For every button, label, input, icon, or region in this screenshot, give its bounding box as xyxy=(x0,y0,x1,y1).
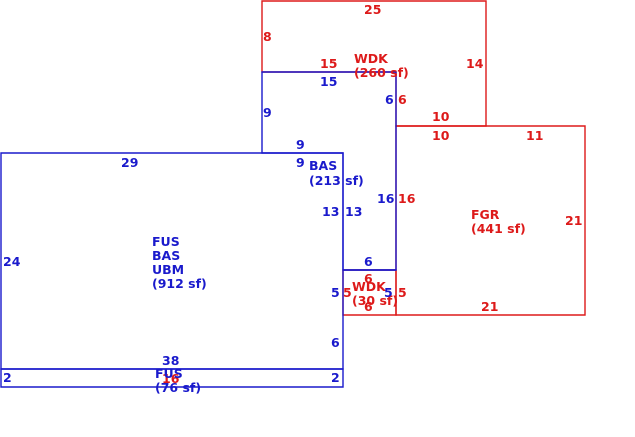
dim-bas-inner-right: 13 xyxy=(345,204,362,219)
fus-strip-area: (76 sf) xyxy=(155,380,201,395)
dim-wdk-small-right-blue: 5 xyxy=(384,285,393,300)
wdk-small-code: WDK xyxy=(352,279,387,294)
dim-fus-main-right-mid: 5 xyxy=(331,285,340,300)
dim-fus-main-right-lower: 6 xyxy=(331,335,340,350)
dim-wdk-top-right-lower: 6 xyxy=(398,92,407,107)
dim-fus-strip-top-overlap: 16 xyxy=(162,371,180,386)
dim-wdk-small-bottom: 6 xyxy=(364,299,373,314)
dim-fus-main-top: 29 xyxy=(121,155,138,170)
dim-fgr-top: 10 xyxy=(432,128,450,143)
fus-strip-outline xyxy=(0,368,344,388)
dim-wdk-top-bottom: 15 xyxy=(320,56,337,71)
dim-wdk-small-left: 5 xyxy=(343,285,352,300)
bas-upper-code: BAS xyxy=(309,158,337,173)
dim-fus-strip-top: 38 xyxy=(162,353,179,368)
dim-wdk-top-left: 8 xyxy=(263,29,272,44)
fus-main-line-1: FUS xyxy=(152,234,180,249)
dim-bas-upper-bottom: 9 xyxy=(296,137,305,152)
dim-wdk-top-top: 25 xyxy=(364,2,381,17)
dim-bas-upper-right: 6 xyxy=(385,92,394,107)
fus-main-line-3: UBM xyxy=(152,262,184,277)
dim-fus-main-left: 24 xyxy=(3,254,21,269)
dim-fgr-top-right: 11 xyxy=(526,128,543,143)
dim-fgr-bottom: 21 xyxy=(481,299,498,314)
dim-wdk-top-right: 14 xyxy=(466,56,484,71)
dim-bas-upper-step: 9 xyxy=(296,155,305,170)
fgr-area: (441 sf) xyxy=(471,221,526,236)
dim-fus-strip-right: 2 xyxy=(331,370,340,385)
wdk-top-area: (260 sf) xyxy=(354,65,409,80)
dim-bas-upper-right-long: 16 xyxy=(377,191,395,206)
bas-upper-area: (213 sf) xyxy=(309,173,364,188)
fgr-code: FGR xyxy=(471,207,500,222)
fus-main-area: (912 sf) xyxy=(152,276,207,291)
dim-bas-upper-left: 9 xyxy=(263,105,272,120)
dim-fus-main-right-upper: 13 xyxy=(322,204,339,219)
dim-fus-strip-left: 2 xyxy=(3,370,12,385)
wdk-small-area: (30 sf) xyxy=(352,293,398,308)
dim-wdk-small-right: 5 xyxy=(398,285,407,300)
dim-fgr-right: 21 xyxy=(565,213,582,228)
dim-wdk-top-right-step: 10 xyxy=(432,109,450,124)
wdk-top-code: WDK xyxy=(354,51,389,66)
dim-bas-upper-top: 15 xyxy=(320,74,337,89)
dim-wdk-small-top: 6 xyxy=(364,254,373,269)
fus-strip-code: FUS xyxy=(155,366,183,381)
fus-main-line-2: BAS xyxy=(152,248,180,263)
dim-wdk-small-top-red: 6 xyxy=(364,271,373,286)
dim-fgr-left: 16 xyxy=(398,191,416,206)
